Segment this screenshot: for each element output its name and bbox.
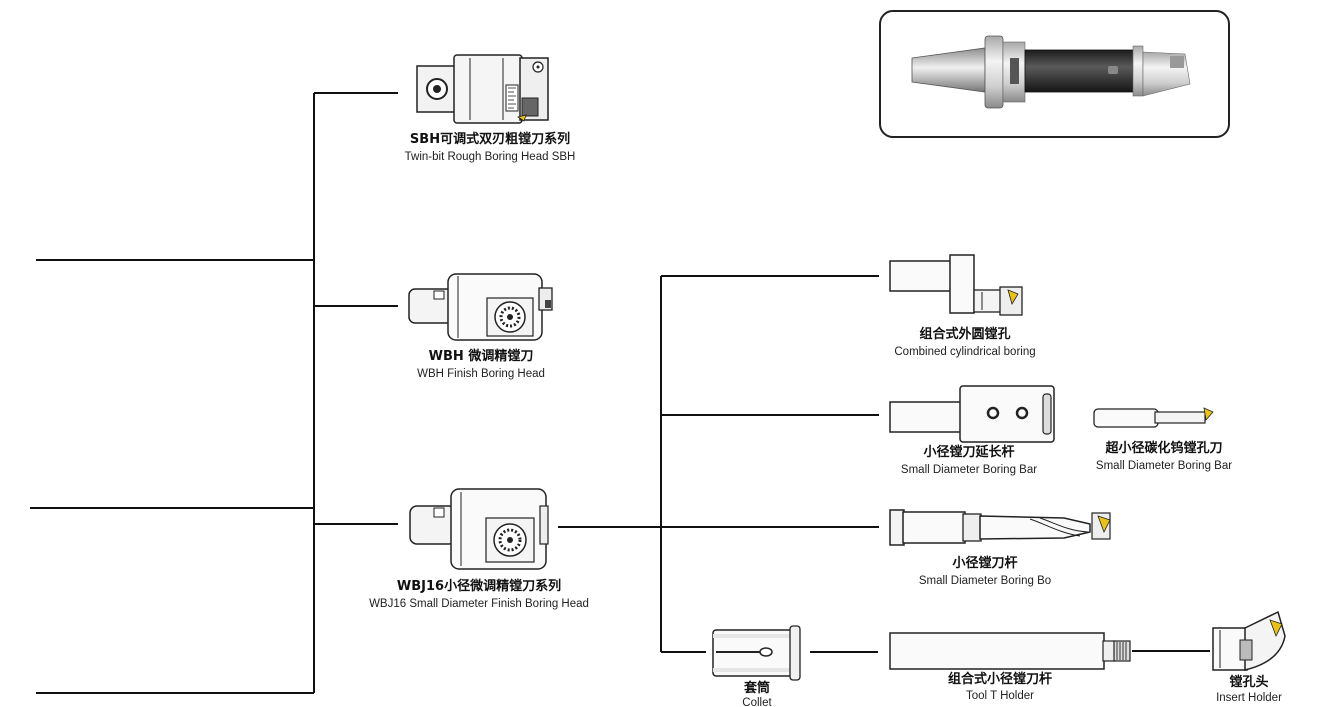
sbh-boring-head-image — [416, 54, 549, 124]
tool-holder-label-en: Tool T Holder — [966, 690, 1034, 702]
tool-holder-image — [889, 632, 1131, 670]
collet-label-en: Collet — [742, 697, 772, 707]
wbh-label-cn: WBH 微调精镗刀 — [428, 349, 534, 364]
carbide-bar-label-en: Small Diameter Boring Bar — [1095, 460, 1233, 472]
collet-label-cn: 套筒 — [743, 681, 771, 696]
collet-image — [712, 625, 801, 681]
extension-bar-image — [889, 385, 1055, 443]
tool-holder-label-cn: 组合式小径镗刀杆 — [947, 672, 1053, 687]
sbh-label-cn: SBH可调式双刃粗镗刀系列 — [409, 132, 571, 147]
connector-lines — [30, 92, 1210, 694]
boring-bar-label-cn: 小径镗刀杆 — [952, 556, 1018, 571]
boring-bar-image — [889, 509, 1111, 546]
insert-holder-label-en: Insert Holder — [1216, 692, 1282, 704]
wbj16-label-cn: WBJ16小径微调精镗刀系列 — [396, 579, 562, 594]
extension-bar-label-cn: 小径镗刀延长杆 — [923, 445, 1015, 460]
wbh-label-en: WBH Finish Boring Head — [417, 368, 545, 380]
combined-label-cn: 组合式外圆镗孔 — [919, 327, 1011, 342]
carbide-bar-label-cn: 超小径碳化钨镗孔刀 — [1105, 441, 1223, 456]
sbh-label-en: Twin-bit Rough Boring Head SBH — [404, 151, 576, 163]
wbj16-boring-head-image — [409, 488, 549, 570]
wbh-boring-head-image — [408, 273, 553, 341]
wbj16-label-en: WBJ16 Small Diameter Finish Boring Head — [369, 598, 589, 610]
extension-bar-label-en: Small Diameter Boring Bar — [900, 464, 1038, 476]
boring-bar-label-en: Small Diameter Boring Bo — [918, 575, 1052, 587]
insert-holder-image — [1212, 610, 1286, 671]
combined-label-en: Combined cylindrical boring — [894, 346, 1036, 358]
carbide-bar-image — [1093, 407, 1214, 428]
combined-boring-image — [889, 254, 1023, 316]
assembly-photo — [879, 10, 1230, 138]
insert-holder-label-cn: 镗孔头 — [1229, 675, 1269, 690]
